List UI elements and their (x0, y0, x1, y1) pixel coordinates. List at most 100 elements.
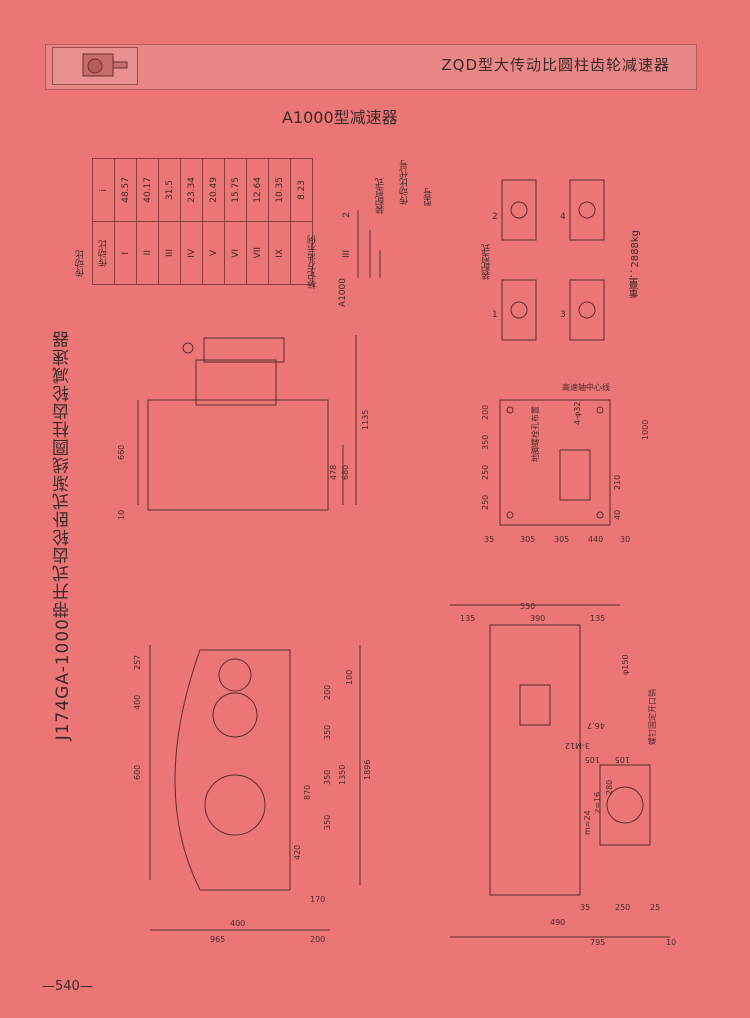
dim-label: 680 (341, 465, 350, 480)
dim-label: 305 (520, 535, 535, 544)
dim-label: 257 (133, 655, 142, 670)
page-number: —540— (42, 979, 93, 994)
dim-label: 1000 (641, 420, 650, 440)
ratio-numeral: IV (180, 221, 203, 285)
dim-label: 305 (554, 535, 569, 544)
dim-label: 35 (484, 535, 494, 544)
dim-label: 135 (460, 614, 475, 623)
header-band (45, 44, 697, 90)
dim-label: 1135 (361, 410, 370, 430)
assembly-code: 3 (560, 310, 566, 320)
center-line-label: 高速轴中心线 (562, 382, 610, 392)
dim-label: 200 (323, 685, 332, 700)
dim-label: 280 (605, 780, 614, 795)
side-note: 螺钉固定开口销 (647, 689, 657, 745)
plan-drawing: 200 350 250 250 35 305 305 440 30 1000 4… (470, 380, 660, 550)
dim-label: 25 (650, 903, 660, 912)
ratio-value: 23.34 (180, 158, 203, 222)
dim-label: 46.7 (587, 721, 605, 730)
dim-label: 350 (323, 815, 332, 830)
ratio-value: 20.49 (202, 158, 225, 222)
dim-label: 350 (323, 770, 332, 785)
gearbox-thumbnail-icon (52, 47, 138, 85)
dim-label: 105 (615, 755, 630, 764)
notation-assembly-type-label: 装配型式 (376, 178, 386, 214)
notation-ratio-code: III (342, 250, 352, 258)
dim-label: 40 (613, 510, 622, 520)
ratio-numeral: I (114, 221, 137, 285)
notation-model: A1000 (338, 278, 348, 308)
dim-label: 550 (520, 602, 535, 611)
dim-label: 1350 (338, 765, 347, 785)
notation-example: 标记方法示例 A1000 III 2 装配型式 传动比代号 型号 (300, 150, 440, 310)
dim-label: z=16 (593, 792, 602, 813)
dim-label: 35 (580, 903, 590, 912)
dim-label: 600 (133, 765, 142, 780)
header-title: ZQD型大传动比圆柱齿轮减速器 (441, 56, 670, 74)
dim-label: 200 (310, 935, 325, 944)
ratio-numeral: VII (246, 221, 269, 285)
ratio-value: 12.64 (246, 158, 269, 222)
dim-label: m=24 (583, 810, 592, 835)
dim-label: 200 (481, 405, 490, 420)
assembly-code: 2 (492, 212, 498, 222)
dim-label: 400 (230, 919, 245, 928)
dim-label: 390 (530, 614, 545, 623)
ratio-value: 15.75 (224, 158, 247, 222)
dim-label: 10 (666, 938, 676, 947)
dim-label: 490 (550, 918, 565, 927)
dim-label: 400 (133, 695, 142, 710)
dim-label: 210 (613, 475, 622, 490)
ratio-value: 31.5 (158, 158, 181, 222)
assembly-code: 4 (560, 212, 566, 222)
dim-label: 350 (323, 725, 332, 740)
dim-label: 10 (118, 510, 126, 520)
ratio-numeral: V (202, 221, 225, 285)
ratio-numeral: VI (224, 221, 247, 285)
ratio-table: i 48.57 40.17 31.5 23.34 20.49 15.75 12.… (92, 158, 313, 285)
notation-example-label: 标记方法示例 (308, 235, 318, 289)
assembly-label: 装配型式 (482, 244, 492, 280)
ratio-numeral: II (136, 221, 159, 285)
dim-label: 478 (329, 465, 338, 480)
dim-label: 795 (590, 938, 605, 947)
ratio-numeral: IX (268, 221, 291, 285)
bolt-hole-label: 地脚螺栓孔布置 (530, 406, 540, 462)
dim-label: φ150 (621, 654, 630, 675)
dim-label: 1896 (363, 760, 372, 780)
dim-label: 440 (588, 535, 603, 544)
dim-label: 250 (615, 903, 630, 912)
dim-label: 100 (345, 670, 354, 685)
ratio-value: 48.57 (114, 158, 137, 222)
dim-label: 3-M12 (565, 741, 590, 750)
dim-label: 250 (481, 465, 490, 480)
notation-ratio-code-label: 传动比代号 (400, 160, 410, 205)
dim-label: 660 (118, 445, 126, 460)
dim-label: 965 (210, 935, 225, 944)
dim-label: 135 (590, 614, 605, 623)
side-view-drawing: 550 135 390 135 φ150 46.7 3-M12 105 105 … (440, 595, 680, 950)
dim-label: 870 (303, 785, 312, 800)
ratio-values-row-label: i (92, 158, 115, 222)
ratio-header-label: 传动比 (76, 250, 86, 277)
dim-label: 4-φ32 (573, 402, 582, 425)
ratio-numeral: III (158, 221, 181, 285)
dim-label: 420 (293, 845, 302, 860)
notation-model-label: 型号 (424, 188, 434, 206)
notation-assembly-code: 2 (342, 212, 352, 218)
assembly-code: 1 (492, 310, 498, 320)
page-subtitle: A1000型减速器 (282, 108, 398, 127)
ratio-value: 10.35 (268, 158, 291, 222)
ratio-label-row: 传动比 (92, 221, 115, 285)
side-title: J174GA-1000带开式齿轮卧式渐线圆柱齿轮减速器 (53, 330, 73, 741)
ratio-numeral (290, 221, 313, 285)
dim-label: 105 (585, 755, 600, 764)
ratio-value: 40.17 (136, 158, 159, 222)
elevation-drawing: 660 478 680 1135 10 (117, 330, 378, 530)
assembly-types-panel: 装配型式 2 4 1 3 重量：2888kg (480, 160, 660, 360)
dim-label: 350 (481, 435, 490, 450)
dim-label: 30 (620, 535, 630, 544)
assembly-weight: 重量：2888kg (630, 230, 641, 298)
dim-label: 250 (481, 495, 490, 510)
front-elevation-drawing: 257 400 600 200 350 350 1350 870 420 189… (130, 630, 390, 950)
